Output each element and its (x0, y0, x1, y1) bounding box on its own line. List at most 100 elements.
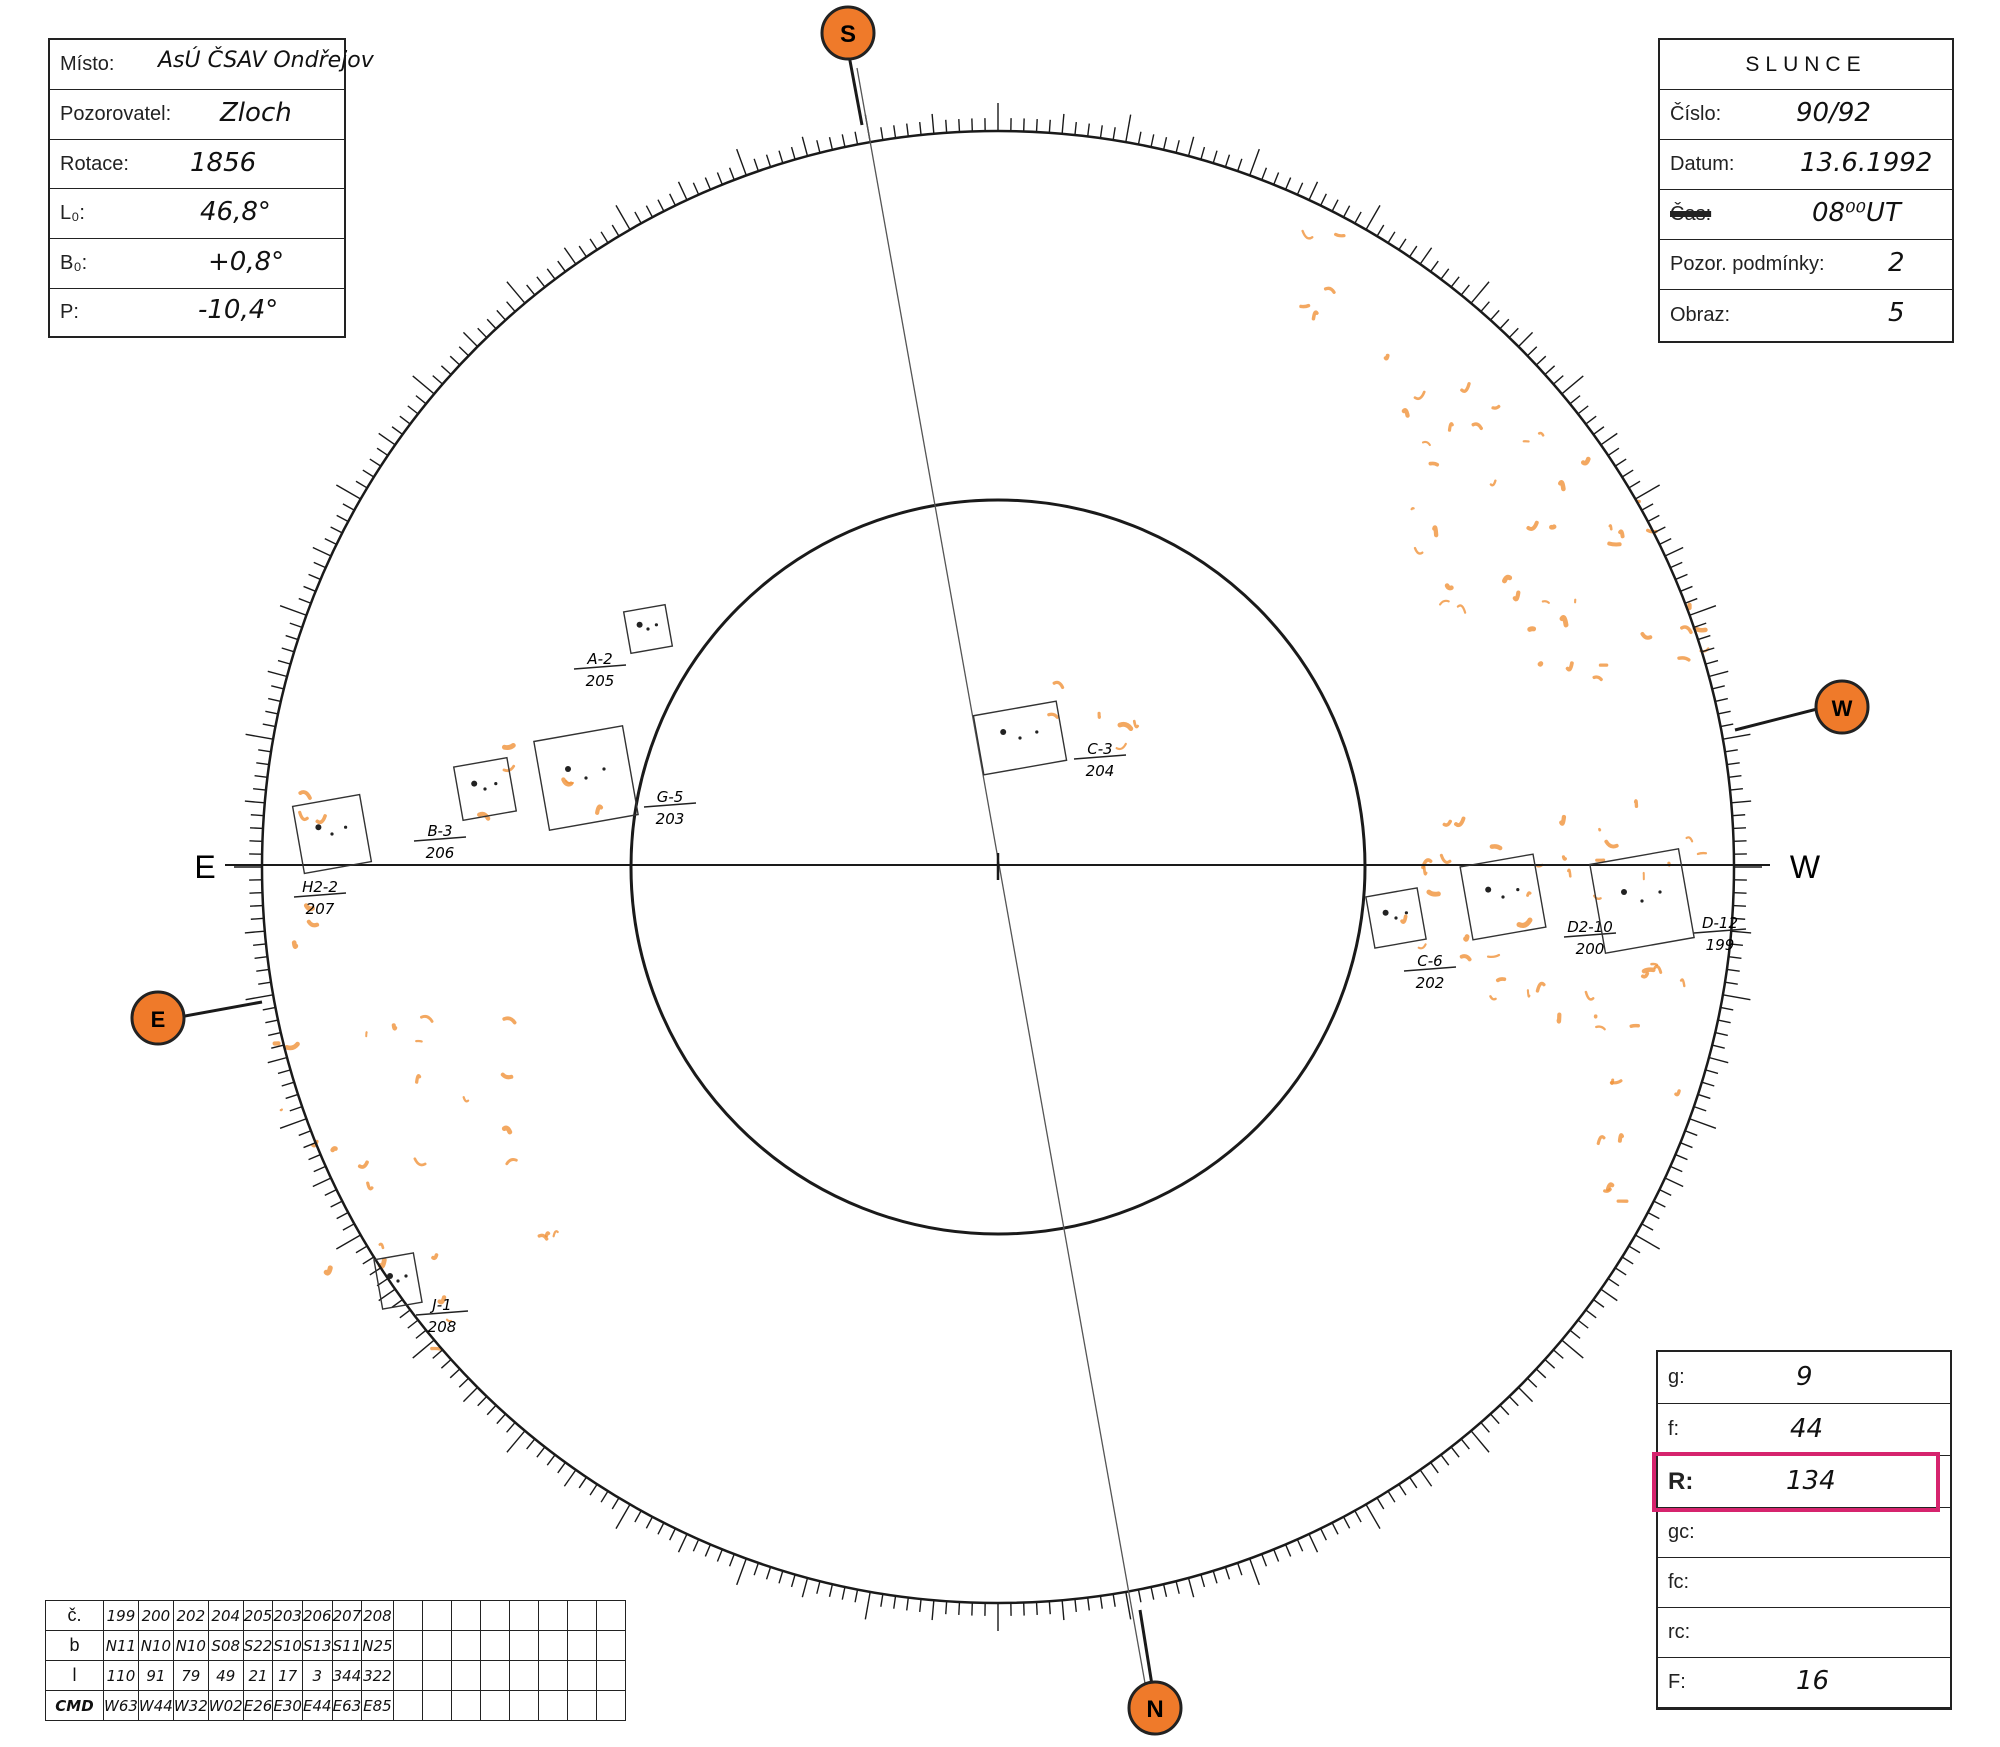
tick-mark (1526, 1377, 1538, 1388)
tick-mark (355, 480, 368, 489)
group-name: B-3 (428, 822, 453, 840)
table-cell: E26 (242, 1690, 274, 1721)
tick-mark (1714, 1031, 1728, 1037)
tick-mark (1489, 309, 1500, 321)
facula-mark (291, 940, 299, 949)
tick-mark (369, 458, 382, 467)
tick-mark (893, 125, 897, 139)
facula-mark (1489, 995, 1497, 1001)
tick-mark (458, 346, 470, 357)
group-box (452, 756, 518, 822)
tick-mark (1701, 1081, 1715, 1087)
facula-mark (1460, 382, 1471, 393)
tick-mark (1544, 1358, 1556, 1369)
facula-mark (1047, 712, 1059, 719)
tick-mark (281, 647, 295, 653)
tick-mark (407, 1319, 419, 1329)
table-cell-empty (537, 1600, 568, 1631)
tick-mark (906, 1597, 909, 1611)
tick-mark (244, 800, 265, 804)
facula-mark (1584, 990, 1595, 1001)
tick-mark (1689, 1118, 1717, 1129)
table-cell: 205 (242, 1600, 274, 1631)
facula-mark (1604, 839, 1619, 849)
sunspot (654, 623, 659, 627)
table-cell-empty (595, 1660, 626, 1691)
facula-mark (391, 1023, 398, 1031)
tick-mark (526, 284, 536, 296)
tick-mark (669, 193, 676, 206)
tick-mark (1593, 426, 1605, 435)
p-value: -10,4° (198, 295, 279, 325)
tick-mark (1365, 1504, 1381, 1529)
facula-mark (284, 1041, 300, 1051)
stat-row-r: R: 134 (1658, 1456, 1950, 1508)
tick-mark (1526, 346, 1538, 357)
info-row-b0: B₀: +0,8° (50, 239, 344, 289)
tick-mark (1074, 1598, 1077, 1612)
stat-row-f: f: 44 (1658, 1404, 1950, 1456)
tick-mark (1614, 458, 1627, 467)
place-value: AsÚ ČSAV Ondřejov (158, 48, 374, 73)
stat-row-gc: gc: (1658, 1508, 1950, 1558)
tick-mark (1480, 301, 1490, 312)
facula-mark (1413, 546, 1424, 555)
tick-mark (506, 1422, 516, 1433)
tick-mark (1607, 447, 1620, 457)
table-cell: 204 (207, 1600, 244, 1631)
tick-mark (1112, 127, 1116, 141)
facula-mark (1052, 680, 1065, 690)
info-row-date: Datum: 13.6.1992 (1660, 140, 1952, 190)
tick-mark (1635, 484, 1660, 500)
tick-mark (1320, 1528, 1327, 1541)
facula-mark (462, 1096, 470, 1103)
tick-mark (864, 1591, 871, 1620)
facula-mark (1629, 1023, 1640, 1028)
tick-mark (1460, 284, 1470, 296)
tick-mark (262, 723, 276, 728)
number-value: 90/92 (1796, 98, 1871, 128)
stats-box: g: 9 f: 44 R: 134 gc: fc: rc: F: 16 (1652, 1350, 1952, 1710)
facula-mark (1558, 480, 1566, 492)
tick-mark (1296, 182, 1304, 195)
tick-mark (677, 1533, 688, 1553)
sunspot (1382, 909, 1389, 916)
tick-mark (677, 181, 688, 201)
group-divider (1073, 754, 1127, 760)
tick-mark (1659, 538, 1672, 545)
sunspot (330, 832, 334, 836)
tick-mark (634, 211, 642, 224)
tick-mark (1732, 827, 1747, 830)
table-cell-empty (566, 1630, 597, 1661)
tick-mark (265, 710, 279, 715)
facula-mark (1608, 524, 1613, 531)
table-row-label: č. (45, 1600, 104, 1631)
observation-info-box: Místo: AsÚ ČSAV Ondřejov Pozorovatel: Zl… (48, 38, 374, 338)
sunspot (1000, 729, 1007, 735)
sunspot (315, 824, 322, 831)
tick-mark (268, 1031, 282, 1037)
info-row-image: Obraz: 5 (1670, 298, 1905, 328)
facula-mark (1400, 914, 1408, 924)
facula-mark (1556, 1012, 1562, 1024)
tick-mark (704, 1544, 712, 1557)
F-value: 16 (1796, 1666, 1830, 1696)
sunspot (1640, 899, 1644, 903)
rotation-value: 1856 (190, 148, 257, 178)
tick-mark (557, 260, 566, 272)
sunspot (1485, 886, 1492, 893)
tick-mark (801, 136, 809, 157)
table-cell: S22 (242, 1630, 274, 1661)
sunspot-groups: A-2205B-3206G-5203H2-2207C-3204C-6202D2-… (291, 603, 1747, 1336)
tick-mark (1331, 1522, 1339, 1535)
tick-mark (1675, 1153, 1688, 1161)
tick-mark (415, 1329, 427, 1339)
tick-mark (563, 247, 577, 265)
tick-mark (611, 224, 620, 237)
tick-mark (816, 140, 821, 154)
table-cell-empty (479, 1630, 510, 1661)
facula-mark (1607, 541, 1622, 547)
tick-mark (1577, 1319, 1589, 1329)
tick-mark (285, 634, 299, 641)
